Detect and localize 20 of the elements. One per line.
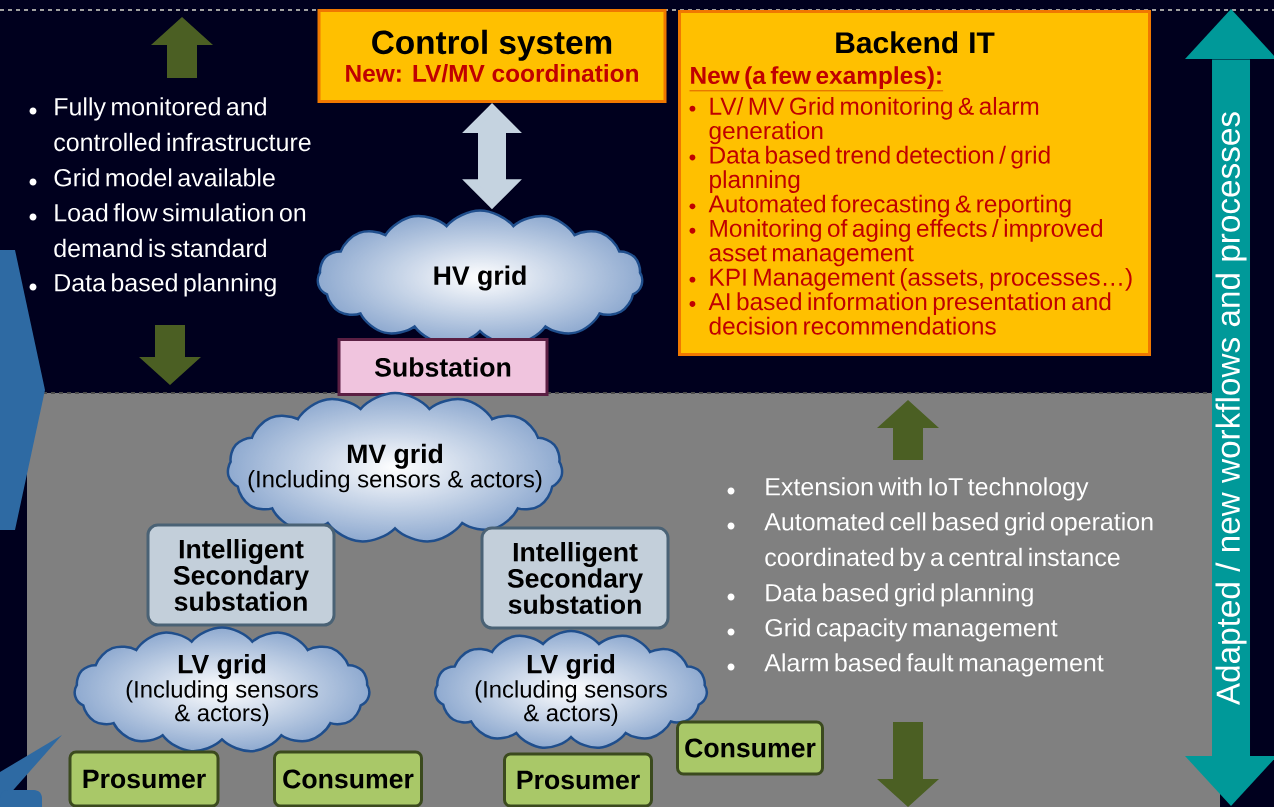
- substation-box: Substation: [337, 338, 549, 396]
- cloud: LV grid (Including sensors & actors): [73, 626, 371, 753]
- bullet-item: Grid capacity management: [727, 618, 1058, 642]
- bullet-item: Data based planning: [29, 273, 276, 297]
- consumer-box: Prosumer: [68, 750, 220, 807]
- consumer-box: Consumer: [273, 750, 423, 807]
- info-box: Backend IT New (a few examples): LV/ MV Grid monitoring & alarm generation Data based trend detection / grid planning Automated forecasting & reporting Monitoring of aging effects / improved asset management KPI Management (assets, processes…) AI based information presentation and decision recommendations: [678, 10, 1151, 356]
- system-box: Control system New: LV/MV coordination: [317, 9, 667, 103]
- substation-box: Intelligent Secondary substation: [146, 523, 336, 627]
- bullet-item: Automated cell based grid operation coordinated by a central instance: [727, 512, 1153, 572]
- bullet-item: Alarm based fault management: [727, 653, 1104, 677]
- bullet-item: Grid model available: [29, 168, 275, 187]
- bullet-item: Extension with IoT technology: [727, 477, 1089, 501]
- substation-box: Intelligent Secondary substation: [480, 526, 670, 630]
- bullet-item: Data based grid planning: [727, 583, 1033, 607]
- bullet-item: Load flow simulation on demand is standard: [29, 203, 306, 258]
- cloud: HV grid: [316, 209, 644, 346]
- consumer-box: Consumer: [676, 720, 824, 776]
- consumer-box: Prosumer: [503, 752, 653, 807]
- bullet-item: Fully monitored and controlled infrastructure: [29, 97, 311, 152]
